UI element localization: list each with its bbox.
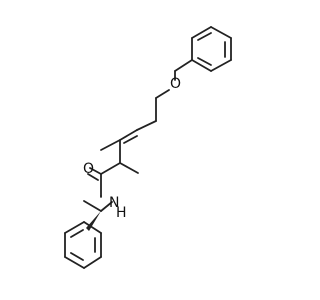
- bond: [210, 26, 232, 39]
- bond: [64, 221, 85, 234]
- bond: [191, 26, 212, 39]
- aromatic-bond: [197, 32, 212, 41]
- chain-bond: [136, 120, 157, 131]
- methyl-bond: [83, 200, 102, 212]
- carbonyl-double-bond: [87, 173, 99, 181]
- phenyl-ring-bottom: [64, 221, 102, 269]
- benzylic-bond: [174, 59, 193, 72]
- bond: [83, 221, 102, 234]
- carbonyl-oxygen-label: O: [83, 161, 94, 177]
- carbonyl-bond: [89, 167, 102, 175]
- alkene-bond: [119, 129, 138, 141]
- methyl-bond: [100, 139, 121, 151]
- structure-diagram: O O N H: [0, 0, 300, 300]
- amide-hydrogen-label: H: [116, 205, 127, 221]
- background: [0, 0, 300, 300]
- bond: [210, 59, 232, 72]
- aromatic-bond: [70, 229, 84, 238]
- molecule-canvas: O O N H: [0, 0, 300, 300]
- ether-oxygen-label: O: [170, 76, 181, 92]
- benzyl-phenyl-ring: [191, 26, 232, 72]
- alkene-second-bond: [123, 135, 138, 144]
- methyl-bond: [119, 162, 139, 174]
- bond: [191, 59, 212, 72]
- bond: [83, 256, 102, 269]
- bond: [64, 256, 85, 269]
- nitrogen-to-chiral-carbon-bond: [100, 201, 113, 212]
- alpha-carbon-to-carbonyl-bond: [100, 162, 121, 175]
- amide-nitrogen-label: N: [109, 195, 119, 211]
- oxygen-to-chain-bond: [155, 89, 170, 99]
- alkenyl-chain: [100, 97, 157, 175]
- aromatic-bond: [70, 252, 84, 261]
- aromatic-bond: [197, 57, 212, 66]
